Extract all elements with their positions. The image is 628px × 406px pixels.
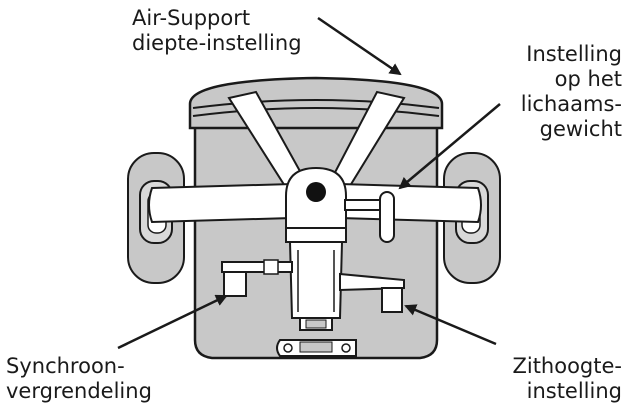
seat-front-edge bbox=[188, 76, 444, 130]
label-air-support-line-2: diepte-instelling bbox=[132, 31, 302, 55]
support-struts bbox=[227, 90, 406, 196]
synchro-lock-lever bbox=[221, 259, 293, 297]
label-synchro-line-2: vergrendeling bbox=[6, 379, 152, 403]
label-weight-line-2: op het bbox=[554, 67, 622, 91]
label-weight-line-1: Instelling bbox=[526, 42, 622, 66]
label-weight-adjust: Instelling op het lichaams- gewicht bbox=[521, 42, 622, 142]
label-seat-height-line-2: instelling bbox=[526, 379, 622, 403]
label-weight-line-4: gewicht bbox=[539, 117, 622, 141]
arrow-seat-height bbox=[404, 304, 497, 346]
label-synchro-line-1: Synchroon- bbox=[6, 354, 125, 378]
label-seat-height: Zithoogte- instelling bbox=[512, 354, 622, 404]
rear-bracket bbox=[276, 339, 357, 357]
label-weight-line-3: lichaams- bbox=[520, 92, 622, 116]
label-synchro-lock: Synchroon- vergrendeling bbox=[6, 354, 152, 404]
arrow-synchro bbox=[117, 294, 228, 350]
arm-bars bbox=[148, 182, 482, 224]
seat-height-lever bbox=[339, 272, 405, 313]
arrow-weight bbox=[398, 103, 501, 190]
arrow-air-support bbox=[317, 16, 402, 76]
weight-adjust-knob bbox=[344, 191, 395, 243]
label-air-support: Air-Support diepte-instelling bbox=[132, 6, 302, 56]
central-mechanism bbox=[285, 166, 347, 331]
label-seat-height-line-1: Zithoogte- bbox=[512, 354, 622, 378]
label-air-support-line-1: Air-Support bbox=[132, 6, 251, 30]
